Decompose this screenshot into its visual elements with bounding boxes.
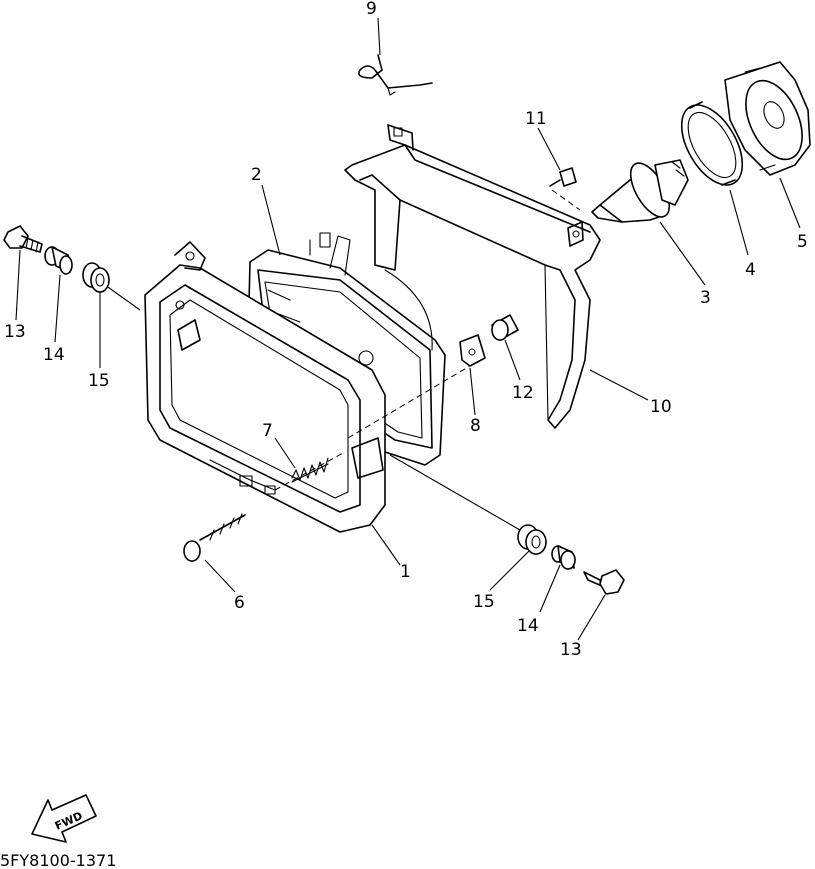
part-9-wire-clip: [358, 54, 433, 96]
leader-lines: [15, 17, 801, 641]
diagram-code: 5FY8100-1371: [0, 851, 116, 869]
callout-13-right: 13: [560, 640, 582, 660]
callout-6: 6: [234, 593, 245, 613]
part-10-housing: [344, 124, 601, 429]
part-3-bulb: [591, 159, 689, 223]
part-6-adjusting-screw: [183, 513, 246, 562]
part-12-collar: [491, 314, 519, 341]
callout-5: 5: [797, 232, 808, 252]
callout-14-left: 14: [43, 345, 65, 365]
part-14-collar-left: [44, 246, 73, 275]
callout-3: 3: [700, 288, 711, 308]
part-15-grommet-left: [82, 262, 110, 293]
part-7-spring: [291, 457, 329, 483]
part-14-collar-right: [551, 545, 576, 570]
part-11-screw: [549, 167, 577, 187]
callout-2: 2: [251, 165, 262, 185]
callout-13-left: 13: [4, 322, 26, 342]
callout-15-left: 15: [88, 371, 110, 391]
callout-10: 10: [650, 397, 672, 417]
fastener-axis-left: [104, 284, 141, 311]
part-5-cover: [724, 61, 811, 176]
alignment-line: [347, 359, 481, 439]
callout-4: 4: [745, 260, 756, 280]
part-13-bolt-right: [583, 569, 625, 595]
part-15-grommet-right: [517, 524, 547, 555]
callout-15-right: 15: [473, 592, 495, 612]
callout-11: 11: [525, 109, 547, 129]
callout-9: 9: [366, 0, 377, 19]
part-8-nut-clip: [459, 334, 486, 367]
part-13-bolt-left: [3, 225, 43, 253]
callout-14-right: 14: [517, 616, 539, 636]
callout-1: 1: [400, 562, 411, 582]
fastener-axis-right: [389, 454, 521, 531]
alignment-line: [551, 189, 581, 211]
fwd-arrow-icon: FWD: [31, 794, 97, 843]
callout-12: 12: [512, 383, 534, 403]
callout-7: 7: [262, 421, 273, 441]
alignment-line: [274, 451, 346, 491]
part-4-retaining-ring: [680, 101, 744, 186]
callout-8: 8: [470, 416, 481, 436]
